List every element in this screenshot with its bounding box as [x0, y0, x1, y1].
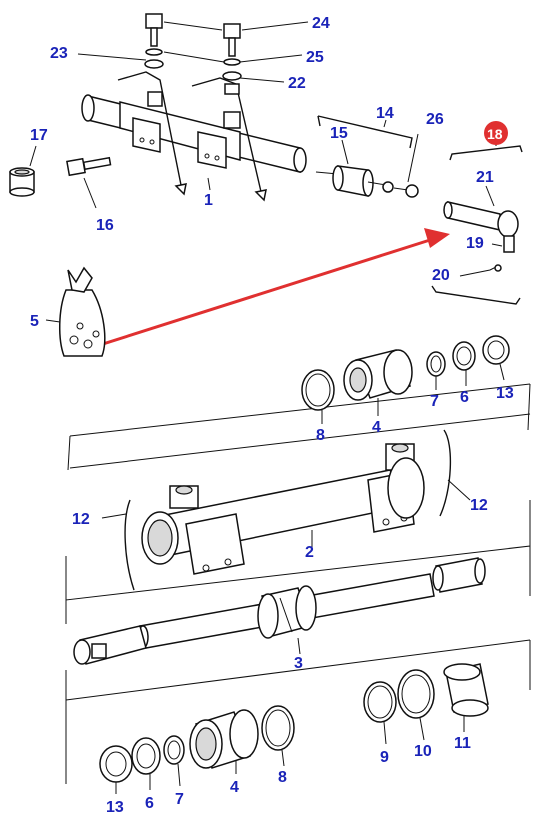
callout-7-bottom: 7 [175, 791, 184, 808]
callout-23: 23 [50, 45, 68, 62]
callout-8-top: 8 [316, 427, 325, 444]
band-3 [65, 546, 531, 701]
callout-25: 25 [306, 49, 324, 66]
callout-18: 18 [487, 126, 503, 142]
callout-12-right: 12 [470, 497, 488, 514]
callout-5: 5 [30, 313, 39, 330]
callout-16: 16 [96, 217, 114, 234]
callout-13-bottom: 13 [106, 799, 124, 816]
callout-24: 24 [312, 15, 330, 32]
callout-19: 19 [466, 235, 484, 252]
callout-21: 21 [476, 169, 494, 186]
clamp-block-right [197, 131, 227, 169]
band-2 [65, 413, 531, 601]
callout-20: 20 [432, 267, 450, 284]
callout-13-top: 13 [496, 385, 514, 402]
callout-8-bottom: 8 [278, 769, 287, 786]
callout-labels: 1 2 3 4 4 5 6 6 7 7 8 8 9 10 11 12 12 13… [30, 15, 514, 816]
callout-7-top: 7 [430, 393, 439, 410]
callout-10: 10 [414, 743, 432, 760]
callout-1: 1 [204, 192, 213, 209]
pointer-arrow [83, 228, 450, 352]
band-1 [67, 335, 531, 471]
callout-17: 17 [30, 127, 48, 144]
callout-22: 22 [288, 75, 306, 92]
clamp-block-left [132, 117, 161, 153]
band-4 [65, 640, 531, 794]
callout-6-top: 6 [460, 389, 469, 406]
callout-9: 9 [380, 749, 389, 766]
bolt-24a [145, 13, 163, 29]
callout-4-bottom: 4 [230, 779, 239, 796]
callout-2: 2 [305, 544, 314, 561]
callout-4-top: 4 [372, 419, 381, 436]
highlight-badge-18 [484, 121, 508, 145]
callout-14: 14 [376, 105, 394, 122]
callout-6-bottom: 6 [145, 795, 154, 812]
callout-3: 3 [294, 655, 303, 672]
tie-rod-end-assembly [431, 121, 523, 305]
callout-15: 15 [330, 125, 348, 142]
callout-12-left: 12 [72, 511, 90, 528]
callout-11: 11 [454, 735, 471, 752]
callout-26: 26 [426, 111, 444, 128]
parts-bag [45, 266, 106, 357]
top-assembly [9, 13, 419, 209]
bolt-24b [223, 23, 241, 39]
